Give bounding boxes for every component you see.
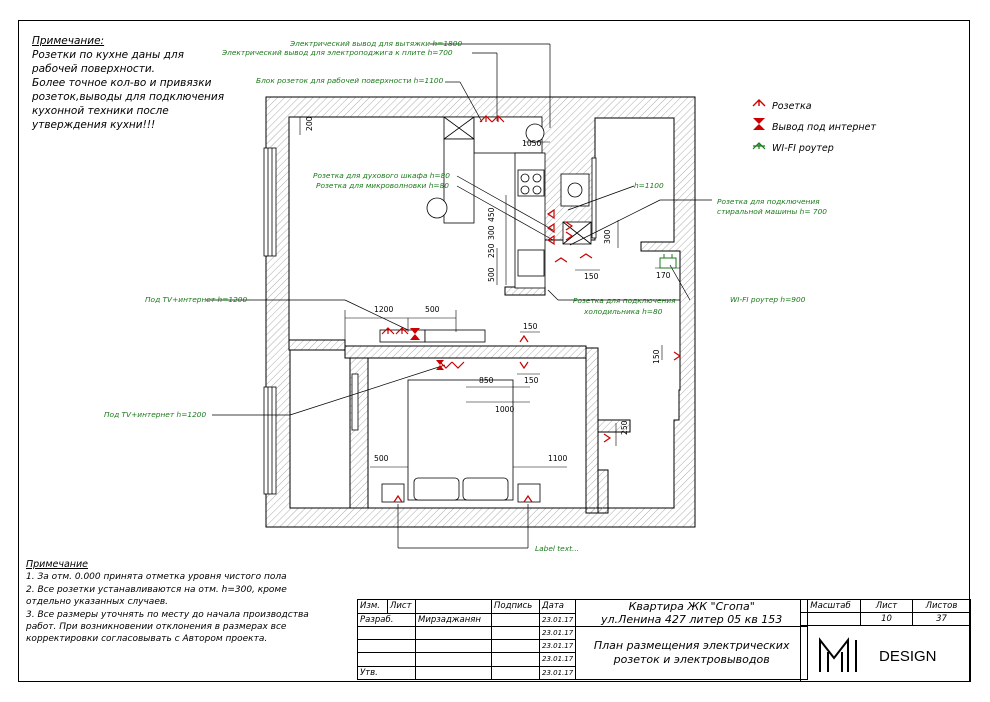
label-tv-internet-1: Под TV+интернет h=1200 xyxy=(145,295,248,304)
dim-1000: 1000 xyxy=(495,405,515,414)
legend-label: WI-FI роутер xyxy=(772,143,834,154)
dim-850: 850 xyxy=(479,376,494,385)
tb-date: 23.01.17 xyxy=(538,612,577,627)
dim-250: 250 xyxy=(487,243,496,259)
note-top-line: утверждения кухни!!! xyxy=(32,119,156,131)
label-stove-outlet: Электрический вывод для электроподжига к… xyxy=(222,48,453,57)
dim-1200: 1200 xyxy=(374,305,394,314)
dim-450: 450 xyxy=(487,207,496,223)
note-bottom-line: работ. При возникновении отклонения в ра… xyxy=(26,622,287,633)
label-worktop-sockets: Блок розеток для рабочей поверхности h=1… xyxy=(256,76,444,85)
legend-item-socket: Розетка xyxy=(752,96,876,117)
tb-date: 23.01.17 xyxy=(538,625,577,641)
note-top-line: Розетки по кухне даны для xyxy=(32,49,184,61)
tb-logo-cell: DESIGN xyxy=(800,625,971,683)
dim-250b: 250 xyxy=(620,420,629,436)
internet-symbols xyxy=(410,328,444,370)
label-washer-line1: Розетка для подключения xyxy=(717,197,820,206)
tb-h-sheet: Лист xyxy=(860,598,913,614)
dim-300b: 300 xyxy=(603,229,612,245)
tb-date: 23.01.17 xyxy=(538,652,577,667)
note-bottom-heading: Примечание xyxy=(26,559,89,570)
note-bottom: Примечание 1. За отм. 0.000 принята отме… xyxy=(26,559,356,646)
tv-stand xyxy=(379,329,486,343)
dim-500b: 500 xyxy=(425,305,440,314)
socket-symbols xyxy=(381,115,682,503)
tb-utv: Утв. xyxy=(357,665,416,680)
tb-h-izm: Изм. xyxy=(357,599,388,614)
legend-item-internet: Вывод под интернет xyxy=(752,117,876,138)
note-bottom-line: 1. За отм. 0.000 принята отметка уровня … xyxy=(26,572,287,583)
legend-item-router: WI-FI роутер xyxy=(752,138,876,159)
tb-h-data: Дата xyxy=(538,599,577,614)
tb-sheet-title: План размещения электрических розеток и … xyxy=(575,626,809,680)
tb-sheet-number: 10 xyxy=(860,612,913,627)
title-block-table: Изм. Лист Подпись Дата Квартира ЖК "Сгоп… xyxy=(357,599,809,680)
kitchen-counter xyxy=(426,116,597,289)
bed xyxy=(381,379,541,503)
label-fridge-line2: холодильника h=80 xyxy=(584,307,663,316)
tb-project-line2: ул.Ленина 427 литер 05 кв 153 xyxy=(601,613,783,626)
dim-170: 170 xyxy=(656,271,671,280)
tb-project-line1: Квартира ЖК "Сгопа" xyxy=(628,600,755,613)
windows xyxy=(263,147,359,495)
dim-300a: 300 xyxy=(487,225,496,241)
dim-500c: 500 xyxy=(374,454,389,463)
title-block-right: Масштаб Лист Листов 10 37 DESIGN xyxy=(800,598,971,683)
drawing-frame xyxy=(18,20,970,682)
dim-150a: 150 xyxy=(584,272,599,281)
dim-1050: 1050 xyxy=(522,139,542,148)
legend: Розетка Вывод под интернет WI-FI роутер xyxy=(752,96,876,159)
label-washer-line2: стиральной машины h= 700 xyxy=(717,207,827,216)
dim-200: 200 xyxy=(305,116,314,132)
brand-text: DESIGN xyxy=(879,648,937,666)
tb-sheets-count: 37 xyxy=(912,612,971,627)
tb-h-sheets: Листов xyxy=(912,598,971,614)
tb-h-scale: Масштаб xyxy=(800,598,861,614)
tb-sheet-title-line2: розеток и электровыводов xyxy=(613,652,770,666)
tb-h-podpis: Подпись xyxy=(491,599,540,614)
note-top-heading: Примечание: xyxy=(32,35,105,47)
label-tv-internet-2: Под TV+интернет h=1200 xyxy=(104,410,207,419)
legend-label: Вывод под интернет xyxy=(772,122,877,133)
tb-project: Квартира ЖК "Сгопа" ул.Ленина 427 литер … xyxy=(575,599,809,627)
legend-icons xyxy=(752,99,766,150)
legend-label: Розетка xyxy=(772,101,812,112)
note-top-line: рабочей поверхности. xyxy=(32,63,155,75)
tb-date: 23.01.17 xyxy=(538,639,577,654)
note-top-line: кухонной техники после xyxy=(32,105,169,117)
leader-lines xyxy=(206,43,712,549)
dim-1100: 1100 xyxy=(548,454,568,463)
label-h1100: h=1100 xyxy=(634,181,664,190)
note-top: Примечание: Розетки по кухне даны для ра… xyxy=(32,34,224,132)
dim-500a: 500 xyxy=(487,267,496,283)
label-placeholder-text: Label text... xyxy=(535,544,580,553)
dim-150d: 150 xyxy=(652,349,661,365)
tb-sheet-title-line1: План размещения электрических xyxy=(593,638,790,652)
tb-date: 23.01.17 xyxy=(538,665,577,680)
label-wifi-router: WI-FI роутер h=900 xyxy=(730,295,806,304)
label-oven-socket: Розетка для духового шкафа h=80 xyxy=(313,171,450,180)
note-bottom-line: корректировки согласовывать с Автором пр… xyxy=(26,634,268,645)
note-top-line: Более точное кол-во и привязки xyxy=(32,77,212,89)
dim-150b: 150 xyxy=(523,322,538,331)
note-bottom-line: отдельно указанных случаев. xyxy=(26,597,169,608)
dim-150c: 150 xyxy=(524,376,539,385)
tb-h-list: Лист xyxy=(387,599,416,614)
tb-razrab: Разраб. xyxy=(357,612,416,627)
label-microwave-socket: Розетка для микроволновки h=80 xyxy=(316,181,449,190)
note-top-line: розеток,выводы для подключения xyxy=(32,91,225,103)
tb-author: Мирзаджанян xyxy=(415,612,492,627)
note-bottom-line: 2. Все розетки устанавливаются на отм. h… xyxy=(26,584,287,595)
label-hood-outlet: Электрический вывод для вытяжки h=1800 xyxy=(290,39,463,48)
note-bottom-line: 3. Все размеры уточнять по месту до нача… xyxy=(26,609,309,620)
router-symbol xyxy=(659,254,677,269)
label-fridge-line1: Розетка для подключения xyxy=(573,296,676,305)
